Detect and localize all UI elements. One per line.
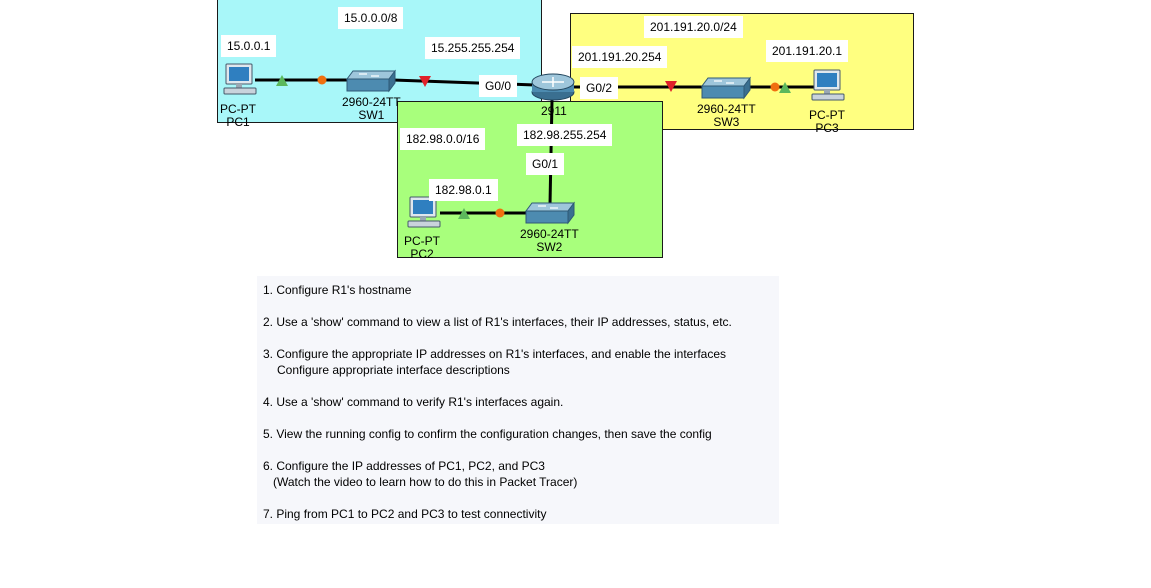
pc3-computer-icon[interactable] <box>810 68 846 104</box>
pc1-ip-label: 15.0.0.1 <box>221 35 277 57</box>
router-model-label: 2911 <box>541 104 567 118</box>
task-item: 7. Ping from PC1 to PC2 and PC3 to test … <box>263 507 547 521</box>
link-up-indicator <box>458 208 470 219</box>
topology-links <box>255 75 815 219</box>
task-item: 2. Use a 'show' command to view a list o… <box>263 315 732 329</box>
lan2-network-label: 182.98.0.0/16 <box>400 128 486 150</box>
task-line: (Watch the video to learn how to do this… <box>273 475 578 489</box>
link-r1-sw2[interactable] <box>548 99 554 206</box>
router-r1-icon[interactable] <box>530 72 576 102</box>
task-item: 4. Use a 'show' command to verify R1's i… <box>263 395 564 409</box>
task-line: 6. Configure the IP addresses of PC1, PC… <box>263 459 545 473</box>
r1-g00-ip-label: 15.255.255.254 <box>425 37 521 59</box>
r1-g02-ip-label: 201.191.20.254 <box>572 46 668 68</box>
lan1-network-label: 15.0.0.0/8 <box>338 7 404 29</box>
sw2-switch-icon[interactable] <box>524 201 576 225</box>
link-up-indicator <box>779 82 791 93</box>
task-item: 1. Configure R1's hostname <box>263 283 412 297</box>
task-item: 3. Configure the appropriate IP addresse… <box>263 346 773 378</box>
link-pending-indicator <box>317 75 327 85</box>
r1-g02-port-label: G0/2 <box>580 77 619 99</box>
r1-g00-port-label: G0/0 <box>479 75 518 97</box>
task-line: 3. Configure the appropriate IP addresse… <box>263 347 727 361</box>
task-line: Configure appropriate interface descript… <box>277 363 510 377</box>
r1-g01-ip-label: 182.98.255.254 <box>517 124 613 146</box>
pc3-ip-label: 201.191.20.1 <box>766 40 849 62</box>
link-down-indicator <box>419 76 431 87</box>
link-pending-indicator <box>495 208 505 218</box>
task-item: 5. View the running config to confirm th… <box>263 427 712 441</box>
link-up-indicator <box>276 75 288 86</box>
lan3-network-label: 201.191.20.0/24 <box>644 16 743 38</box>
link-down-indicator <box>665 81 677 92</box>
pc2-ip-label: 182.98.0.1 <box>429 179 498 201</box>
pc2-computer-icon[interactable] <box>406 195 442 231</box>
task-item: 6. Configure the IP addresses of PC1, PC… <box>263 458 773 490</box>
r1-g01-port-label: G0/1 <box>526 153 565 175</box>
pc1-computer-icon[interactable] <box>222 62 258 98</box>
link-pending-indicator <box>770 82 780 92</box>
sw1-switch-icon[interactable] <box>345 69 397 93</box>
task-instructions: 1. Configure R1's hostname 2. Use a 'sho… <box>257 276 779 524</box>
sw3-switch-icon[interactable] <box>700 76 752 100</box>
